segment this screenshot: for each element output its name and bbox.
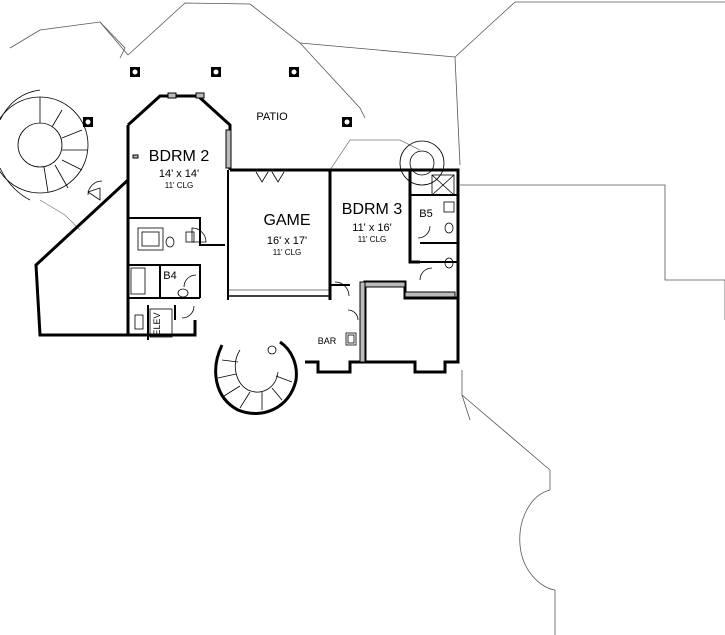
roof-outline — [9, 1, 725, 635]
b4-label: B4 — [163, 270, 176, 282]
bdrm2-size: 14' x 14' — [159, 168, 199, 180]
doors — [87, 171, 433, 321]
elev-label: ELEV — [152, 312, 162, 335]
patio-columns — [83, 67, 352, 127]
b5-label: B5 — [419, 208, 432, 220]
bdrm2-label: BDRM 2 — [149, 148, 210, 165]
exterior-spiral-stair — [0, 89, 89, 201]
game-size: 16' x 17' — [267, 235, 307, 247]
interior-spiral-stair — [214, 340, 298, 415]
game-label: GAME — [263, 212, 310, 229]
game-ceiling: 11' CLG — [273, 248, 302, 257]
bdrm3-size: 11' x 16' — [352, 222, 391, 234]
bdrm3-ceiling: 11' CLG — [358, 235, 387, 244]
exterior-walls — [34, 94, 460, 374]
bdrm3-label: BDRM 3 — [342, 201, 403, 218]
fixtures — [87, 174, 455, 346]
masonry — [132, 92, 456, 363]
interior-walls — [128, 194, 458, 340]
turret — [399, 140, 445, 186]
bar-label: BAR — [318, 336, 337, 346]
patio-label: PATIO — [256, 111, 288, 123]
bdrm2-ceiling: 11' CLG — [165, 181, 194, 190]
